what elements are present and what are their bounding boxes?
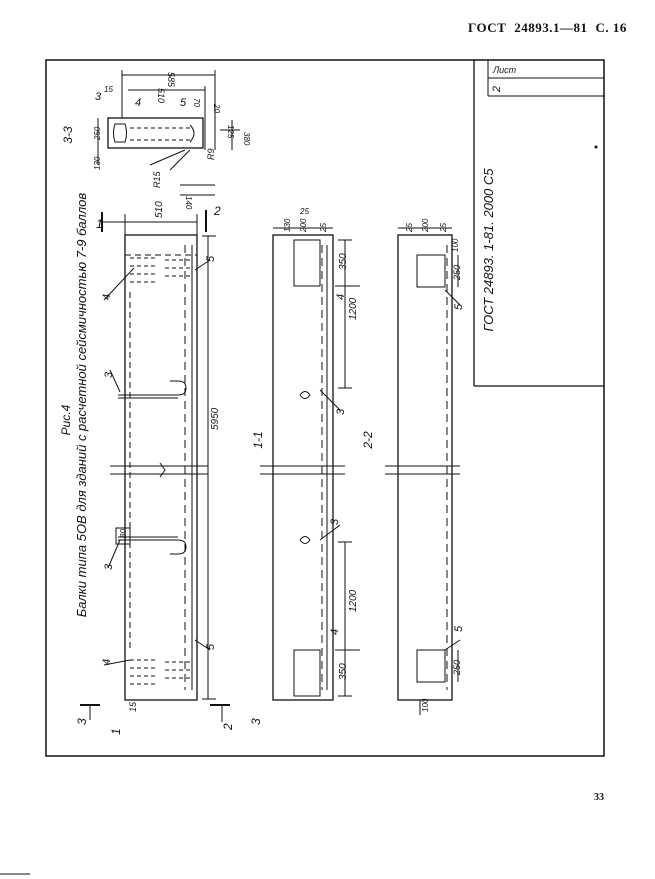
- cut-mark-1-top: 1: [96, 217, 103, 231]
- section-2-2: [385, 227, 461, 715]
- s33-callout-4: 4: [135, 97, 141, 109]
- s22-dim-250-top: 250: [452, 265, 462, 281]
- drawing-code: ГОСТ 24893. 1-81. 2000 С5: [481, 168, 496, 332]
- s33-dim-140: 140: [184, 196, 193, 210]
- s22-dim-100-bottom: 100: [421, 698, 430, 712]
- sheet-label: Лист: [492, 65, 517, 75]
- cut-mark-1-bottom: 1: [109, 728, 123, 735]
- s33-dim-510: 510: [156, 88, 166, 103]
- section-label-1-1: 1-1: [251, 431, 265, 448]
- figure-title: Балки типа 5ОВ для зданий с расчетной се…: [74, 193, 89, 618]
- s22-dim-100-top: 100: [451, 238, 460, 252]
- s22-dim-250-bottom: 250: [452, 660, 462, 676]
- s22-callout-5-top: 5: [453, 303, 465, 310]
- s33-dim-130: 130: [93, 156, 102, 170]
- page-header: ГОСТ 24893.1—81 С. 16: [468, 20, 627, 36]
- cut-mark-2-top: 2: [213, 204, 221, 218]
- page-number: 33: [594, 792, 604, 803]
- header-number: 24893.1—81: [514, 20, 588, 35]
- dim-15-main: 15: [128, 701, 138, 712]
- section-label-3-3: 3-3: [61, 126, 75, 144]
- s33-dim-r15: R15: [152, 170, 162, 188]
- s11-callout-4-top: 4: [335, 294, 347, 300]
- callout-3-upper: 3: [103, 371, 115, 378]
- section-3-3: [97, 70, 240, 196]
- s33-dim-125: 125: [226, 125, 235, 139]
- sheet-number: 2: [491, 86, 503, 93]
- callout-4-top: 4: [101, 294, 113, 300]
- s33-dim-70: 70: [192, 98, 201, 107]
- dim-5950: 5950: [210, 407, 221, 430]
- cut-mark-2-bottom: 2: [221, 723, 235, 731]
- s11-dim-130: 130: [283, 218, 292, 232]
- s11-callout-3-lower: 3: [329, 518, 341, 525]
- s33-callout-3: 3: [95, 91, 102, 103]
- s33-callout-5: 5: [180, 97, 187, 109]
- dim-510-main: 510: [154, 201, 165, 218]
- header-standard: ГОСТ: [468, 20, 507, 35]
- cut-mark-3-left: 3: [75, 718, 89, 725]
- speck: [594, 145, 598, 149]
- s33-dim-380: 380: [242, 132, 251, 146]
- s11-dim-1200-top: 1200: [348, 297, 359, 320]
- callout-5-top: 5: [205, 255, 217, 262]
- s33-dim-250: 250: [93, 126, 102, 141]
- s22-dim-200: 200: [421, 218, 430, 233]
- section-label-2-2: 2-2: [361, 431, 375, 450]
- s11-dim-350-bottom: 350: [338, 663, 349, 680]
- figure-caption: Рис.4: [59, 404, 73, 435]
- s22-callout-5-bottom: 5: [453, 625, 465, 632]
- s22-dim-25-b: 25: [439, 223, 448, 233]
- s33-dim-585: 585: [166, 72, 176, 88]
- sheet-frame: [45, 59, 605, 757]
- s33-dim-20: 20: [212, 103, 221, 113]
- callout-5-bottom: 5: [205, 643, 217, 650]
- s11-dim-200: 200: [299, 218, 308, 233]
- beam-elevation: [80, 210, 230, 722]
- section-1-1: [260, 227, 360, 701]
- s11-dim-1200-bottom: 1200: [348, 589, 359, 612]
- s11-dim-25: 25: [319, 223, 328, 233]
- s11-dim-25-top: 25: [299, 207, 309, 216]
- s11-callout-3-upper: 3: [335, 408, 347, 415]
- loop-80: 80: [119, 529, 128, 538]
- cut-mark-3-right: 3: [249, 718, 263, 725]
- callout-4-bottom: 4: [101, 659, 113, 665]
- s11-callout-4-bottom: 4: [329, 629, 341, 635]
- s22-dim-25: 25: [405, 223, 414, 233]
- callout-3-lower: 3: [103, 563, 115, 570]
- header-page: С. 16: [595, 20, 627, 35]
- s11-dim-350-top: 350: [338, 253, 349, 270]
- s33-dim-15: 15: [104, 85, 113, 94]
- s33-dim-r9: R9: [206, 148, 216, 160]
